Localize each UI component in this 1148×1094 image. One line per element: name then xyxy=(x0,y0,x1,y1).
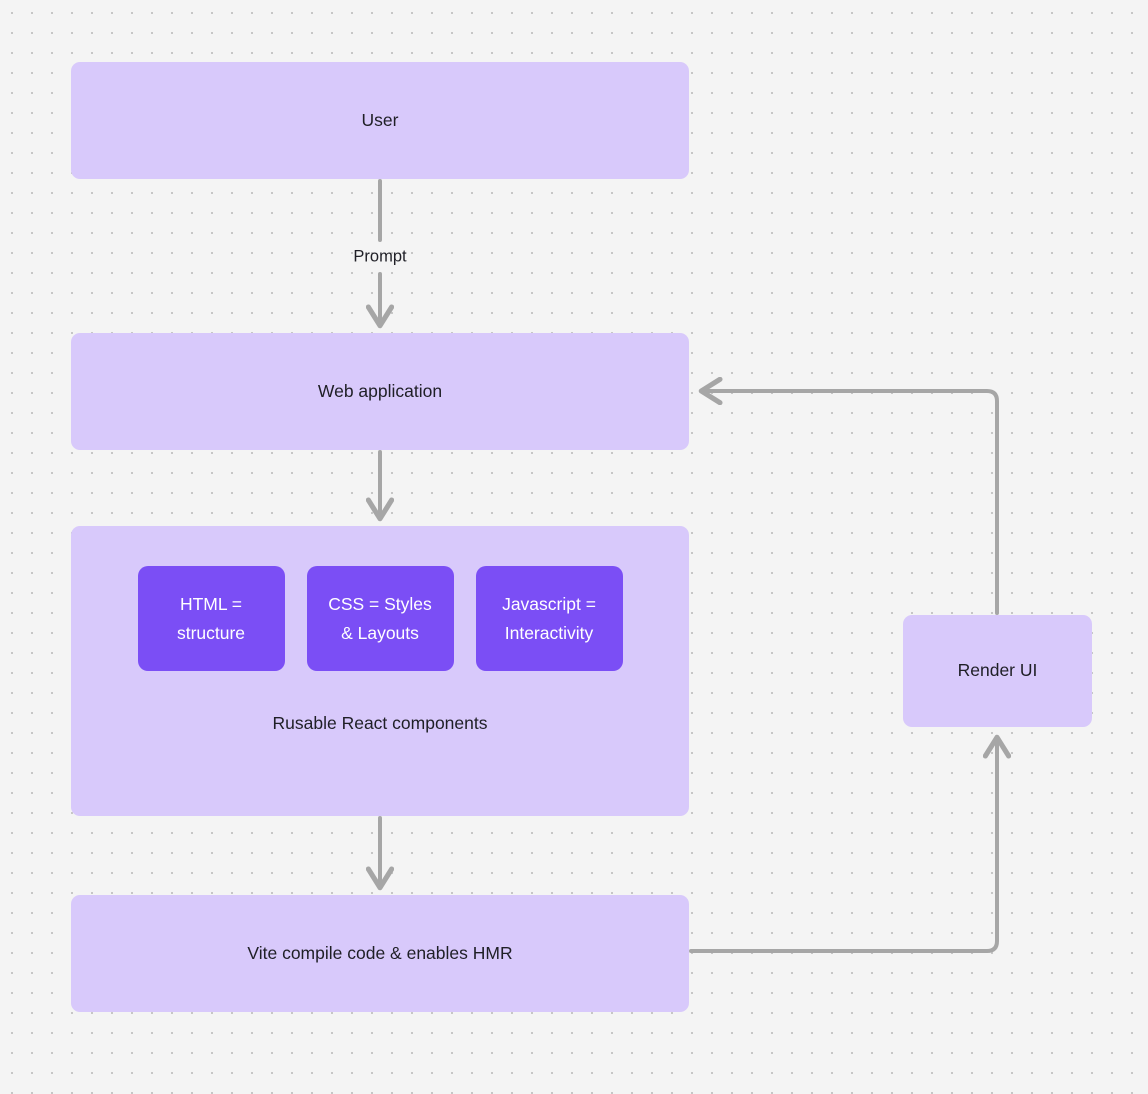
node-vite[interactable]: Vite compile code & enables HMR xyxy=(71,895,689,1012)
chip-javascript[interactable]: Javascript = Interactivity xyxy=(475,566,623,671)
node-vite-label: Vite compile code & enables HMR xyxy=(247,942,513,963)
chip-css-line2: & Layouts xyxy=(341,622,419,643)
node-user-label: User xyxy=(361,109,399,130)
chip-html-line2: structure xyxy=(176,622,246,643)
chip-html[interactable]: HTML = structure xyxy=(137,566,285,671)
node-react-components-label: Rusable React components xyxy=(272,713,488,733)
edge-vite-to-render xyxy=(689,738,997,953)
chip-css-text: CSS = Styles & Layouts xyxy=(328,590,432,648)
node-render-ui-label: Render UI xyxy=(957,660,1038,681)
chip-javascript-text: Javascript = Interactivity xyxy=(502,590,596,648)
edge-label-prompt: Prompt xyxy=(353,247,407,266)
node-react-components[interactable]: HTML = structure CSS = Styles & Layouts Ja… xyxy=(71,526,689,816)
chip-css-line1: CSS = Styles xyxy=(328,593,432,614)
chip-row: HTML = structure CSS = Styles & Layouts Ja… xyxy=(71,566,689,671)
edge-render-to-web xyxy=(702,391,999,615)
node-web-application-label: Web application xyxy=(317,380,443,401)
chip-html-line1: HTML = xyxy=(179,593,243,614)
chip-javascript-line2: Interactivity xyxy=(504,622,594,643)
chip-javascript-line1: Javascript = xyxy=(502,593,596,614)
node-web-application[interactable]: Web application xyxy=(71,333,689,450)
node-user[interactable]: User xyxy=(71,62,689,179)
node-render-ui[interactable]: Render UI xyxy=(903,615,1092,727)
chip-css[interactable]: CSS = Styles & Layouts xyxy=(306,566,454,671)
chip-html-text: HTML = structure xyxy=(177,590,245,648)
